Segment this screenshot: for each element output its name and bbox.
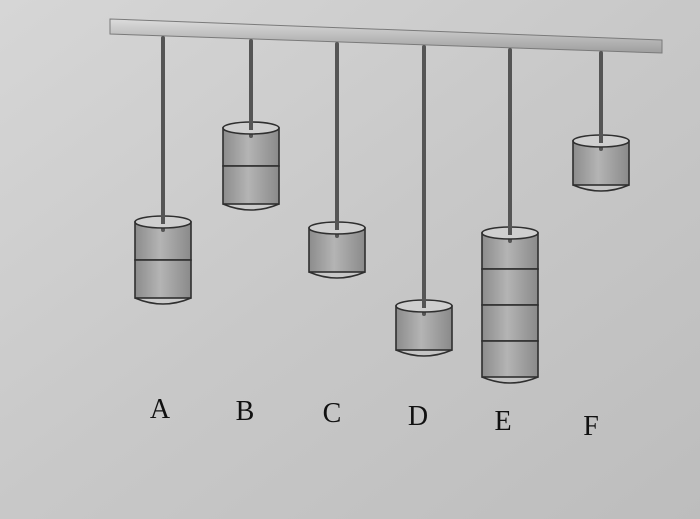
support-bar (109, 18, 663, 54)
pendulum-label-d: D (408, 401, 428, 432)
pendulum-a (134, 36, 192, 232)
pendulum-label-f: F (583, 411, 599, 442)
mass-e-2 (481, 268, 539, 312)
pendulum-label-b: B (236, 396, 255, 427)
pendulum-e (481, 48, 539, 243)
mass-e-4 (481, 340, 539, 384)
label-group: A B C D E F (150, 394, 599, 442)
pendulum-d (395, 45, 453, 316)
pendulum-label-a: A (150, 394, 171, 425)
mass-a-2 (134, 259, 192, 305)
mass-b-2 (222, 165, 280, 211)
pendulum-b (222, 39, 280, 138)
pendulum-label-e: E (494, 406, 511, 437)
pendulum-group (134, 36, 630, 384)
pendulum-f (572, 51, 630, 151)
pendulum-c (308, 42, 366, 238)
pendulum-label-c: C (323, 398, 342, 429)
